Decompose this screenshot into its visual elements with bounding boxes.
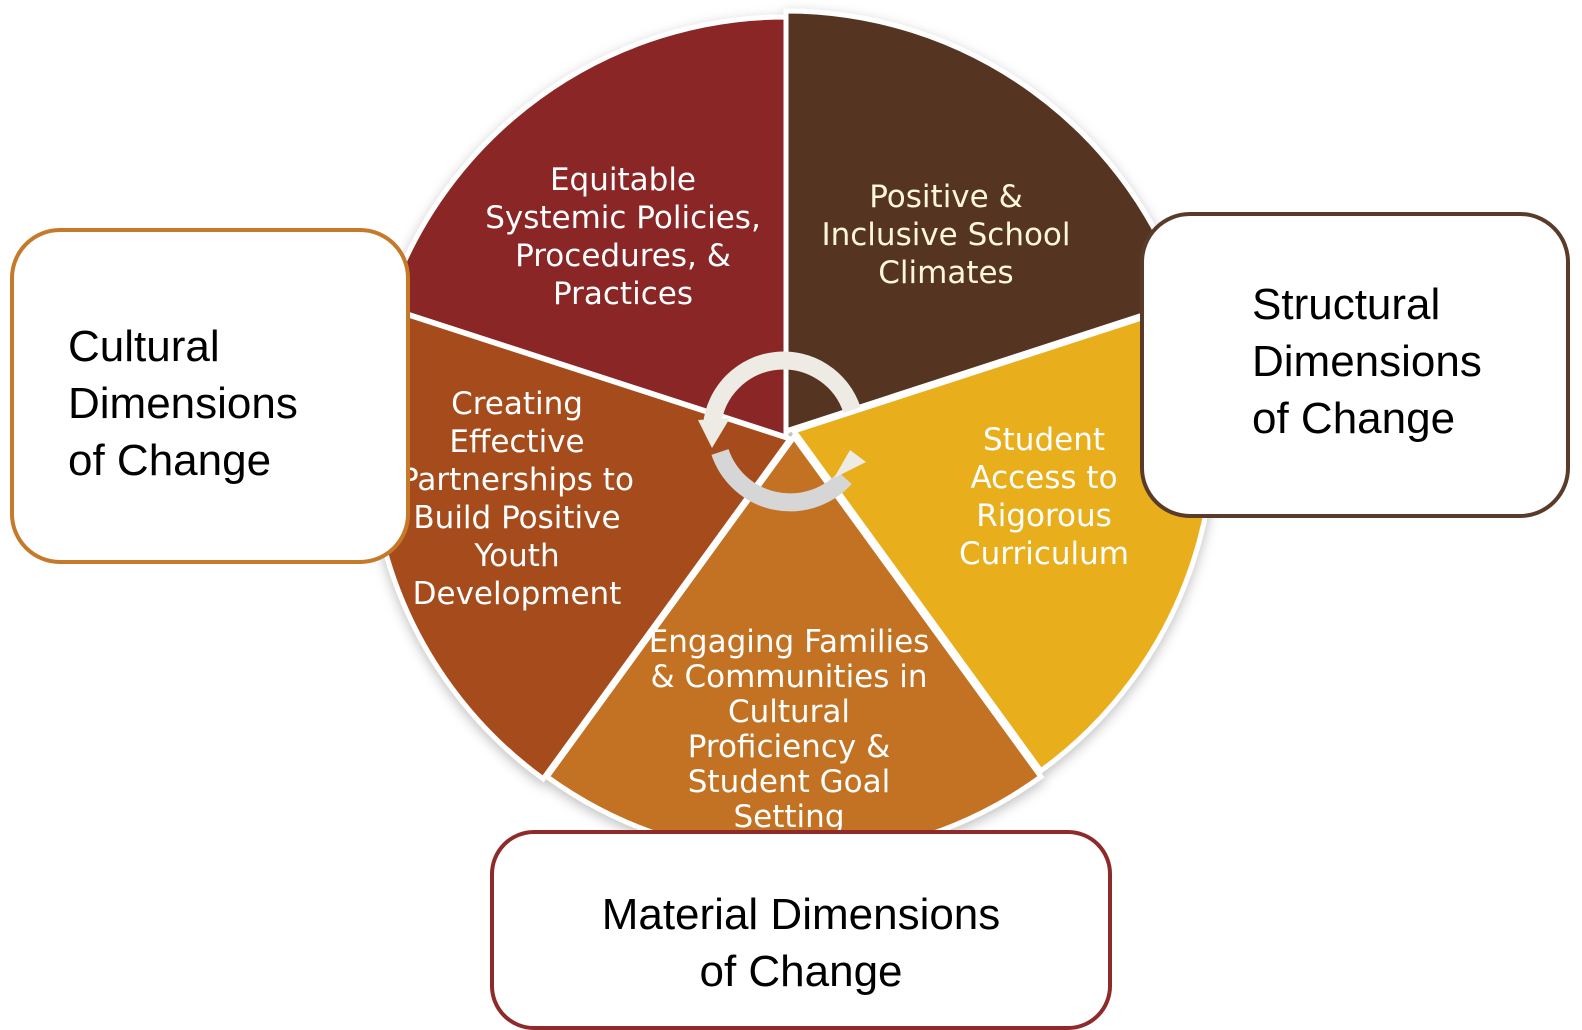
segment-label-line: Setting <box>734 799 845 835</box>
cultural-dimensions-label: Cultural Dimensions of Change <box>68 322 298 485</box>
segment-label-line: Curriculum <box>959 536 1129 572</box>
segment-label-line: Creating <box>451 386 583 422</box>
segment-label-line: & Communities in <box>650 659 927 695</box>
segment-label-line: Youth <box>473 538 559 574</box>
segment-label-line: Equitable <box>550 162 696 198</box>
segment-label-line: Effective <box>449 424 584 460</box>
segment-label-line: Access to <box>970 460 1117 496</box>
segment-label-line: Proficiency & <box>688 729 891 765</box>
segment-label-line: Student <box>983 422 1105 458</box>
segment-label-line: Systemic Policies, <box>485 200 761 236</box>
material-dimensions-label: Material Dimensions of Change <box>601 890 1001 996</box>
segment-label-line: Practices <box>553 276 693 312</box>
segment-label-line: Rigorous <box>976 498 1112 534</box>
segment-label-line: Build Positive <box>413 500 620 536</box>
segment-label-line: Partnerships to <box>400 462 634 498</box>
segment-label-line: Engaging Families <box>649 624 930 660</box>
material-dimensions-box: Material Dimensions of Change <box>490 830 1112 1030</box>
cycle-arrows-icon <box>698 351 866 512</box>
segment-label-line: Cultural <box>728 694 850 730</box>
segment-label-line: Student Goal <box>688 764 890 800</box>
segment-label-line: Climates <box>878 255 1013 291</box>
segment-label-line: Positive & <box>869 179 1023 215</box>
structural-dimensions-box: Structural Dimensions of Change <box>1140 212 1570 518</box>
cultural-dimensions-box: Cultural Dimensions of Change <box>10 228 410 564</box>
structural-dimensions-label: Structural Dimensions of Change <box>1252 280 1482 443</box>
wheel-segment-creating <box>383 14 789 441</box>
segment-label-line: Procedures, & <box>515 238 731 274</box>
segment-label-line: Development <box>413 576 622 612</box>
segment-label-line: Inclusive School <box>821 217 1070 253</box>
